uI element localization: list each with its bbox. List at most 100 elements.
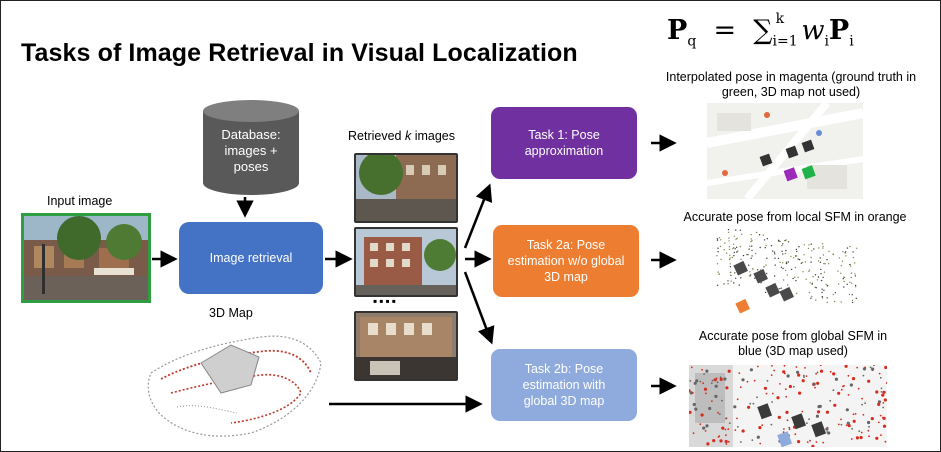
map-point bbox=[771, 392, 774, 395]
map-point bbox=[770, 423, 773, 426]
pointcloud-dot bbox=[750, 234, 752, 236]
map-point bbox=[845, 408, 849, 412]
map-point bbox=[725, 443, 728, 445]
pointcloud-dot bbox=[796, 255, 798, 257]
map-point bbox=[882, 402, 885, 404]
pointcloud-dot bbox=[733, 243, 735, 245]
map-point bbox=[862, 413, 865, 416]
map-point bbox=[797, 373, 801, 377]
pointcloud-dot bbox=[739, 229, 742, 231]
map-point bbox=[797, 440, 801, 444]
map-point bbox=[784, 388, 787, 390]
pointcloud-dot bbox=[855, 286, 857, 288]
image-retrieval-label: Image retrieval bbox=[209, 251, 293, 265]
pointcloud-dot bbox=[756, 231, 758, 234]
map-point bbox=[736, 417, 738, 420]
map-point bbox=[693, 381, 697, 385]
pointcloud-dot bbox=[766, 238, 768, 240]
task2a-box: Task 2a: Pose estimation w/o global 3D m… bbox=[493, 225, 639, 297]
pointcloud-dot bbox=[727, 283, 729, 285]
pointcloud-dot bbox=[803, 244, 806, 246]
map-label: 3D Map bbox=[209, 306, 253, 320]
map-point bbox=[840, 388, 843, 391]
pointcloud-dot bbox=[821, 243, 824, 245]
map-point bbox=[882, 424, 887, 428]
map-point bbox=[715, 377, 718, 380]
map-point bbox=[826, 431, 829, 433]
formula-w-sub: i bbox=[824, 33, 829, 50]
map-point bbox=[881, 393, 885, 397]
task1-label: Task 1: Pose approximation bbox=[525, 127, 604, 159]
map-point bbox=[705, 424, 709, 428]
pointcloud-dot bbox=[821, 291, 823, 294]
pointcloud-dot bbox=[850, 282, 853, 284]
pointcloud-dot bbox=[802, 271, 804, 273]
pointcloud-dot bbox=[732, 247, 734, 250]
map-point bbox=[867, 379, 871, 383]
map-point bbox=[763, 386, 767, 390]
pointcloud-dot bbox=[731, 256, 733, 259]
pointcloud-dot bbox=[856, 247, 858, 249]
map-point bbox=[719, 376, 722, 379]
pointcloud-dot bbox=[821, 296, 823, 298]
retrieved-suffix: images bbox=[411, 129, 456, 143]
pointcloud-dot bbox=[733, 282, 735, 284]
map-point bbox=[718, 413, 721, 415]
pointcloud-dot bbox=[813, 248, 815, 250]
pointcloud-dot bbox=[735, 238, 737, 240]
pointcloud-dot bbox=[718, 237, 721, 239]
pointcloud-dot bbox=[780, 266, 783, 268]
pointcloud-dot bbox=[846, 247, 849, 249]
map-point bbox=[815, 441, 818, 443]
map-point bbox=[699, 380, 702, 383]
map-point bbox=[694, 407, 698, 411]
map-point bbox=[879, 414, 882, 417]
pointcloud-dot bbox=[820, 279, 823, 282]
pointcloud-dot bbox=[798, 258, 801, 261]
result3-map-image bbox=[689, 365, 887, 447]
pointcloud-dot bbox=[844, 252, 846, 254]
pointcloud-dot bbox=[819, 257, 821, 259]
pointcloud-dot bbox=[716, 263, 719, 265]
pointcloud-dot bbox=[818, 247, 820, 249]
pointcloud-dot bbox=[718, 273, 720, 275]
map-point bbox=[864, 366, 866, 369]
map-point bbox=[798, 391, 802, 395]
map-point bbox=[825, 410, 829, 414]
pointcloud-dot bbox=[794, 266, 797, 269]
formula-sum-sub: i=1 bbox=[772, 33, 798, 50]
map-point bbox=[815, 372, 817, 375]
pointcloud-dot bbox=[840, 265, 843, 267]
pointcloud-dot bbox=[727, 231, 730, 233]
map-point bbox=[728, 422, 731, 424]
pointcloud-dot bbox=[733, 247, 735, 249]
pointcloud-dot bbox=[846, 283, 848, 285]
pointcloud-dot bbox=[763, 266, 765, 268]
pointcloud-dot bbox=[822, 254, 825, 256]
pointcloud-dot bbox=[807, 247, 810, 250]
map-point bbox=[712, 439, 716, 443]
pointcloud-dot bbox=[748, 264, 750, 266]
pointcloud-dot bbox=[787, 241, 790, 243]
map-point bbox=[704, 430, 707, 432]
pointcloud-dot bbox=[786, 274, 788, 276]
pointcloud-dot bbox=[727, 280, 729, 282]
map-point bbox=[811, 444, 815, 447]
pointcloud-dot bbox=[808, 244, 810, 246]
map-point bbox=[776, 396, 780, 400]
pointcloud-dot bbox=[755, 252, 757, 255]
task2a-label: Task 2a: Pose estimation w/o global 3D m… bbox=[508, 237, 625, 285]
map-point bbox=[837, 391, 841, 395]
pointcloud-dot bbox=[723, 249, 725, 251]
pointcloud-dot bbox=[735, 229, 737, 231]
map-point bbox=[692, 402, 696, 407]
map-point bbox=[771, 365, 773, 367]
map-point bbox=[847, 424, 851, 428]
pointcloud-dot bbox=[770, 245, 773, 247]
pointcloud-dot bbox=[794, 276, 796, 278]
map-point bbox=[700, 413, 704, 417]
pointcloud-dot bbox=[729, 254, 731, 256]
pointcloud-dot bbox=[734, 248, 736, 250]
map-point bbox=[868, 425, 870, 428]
